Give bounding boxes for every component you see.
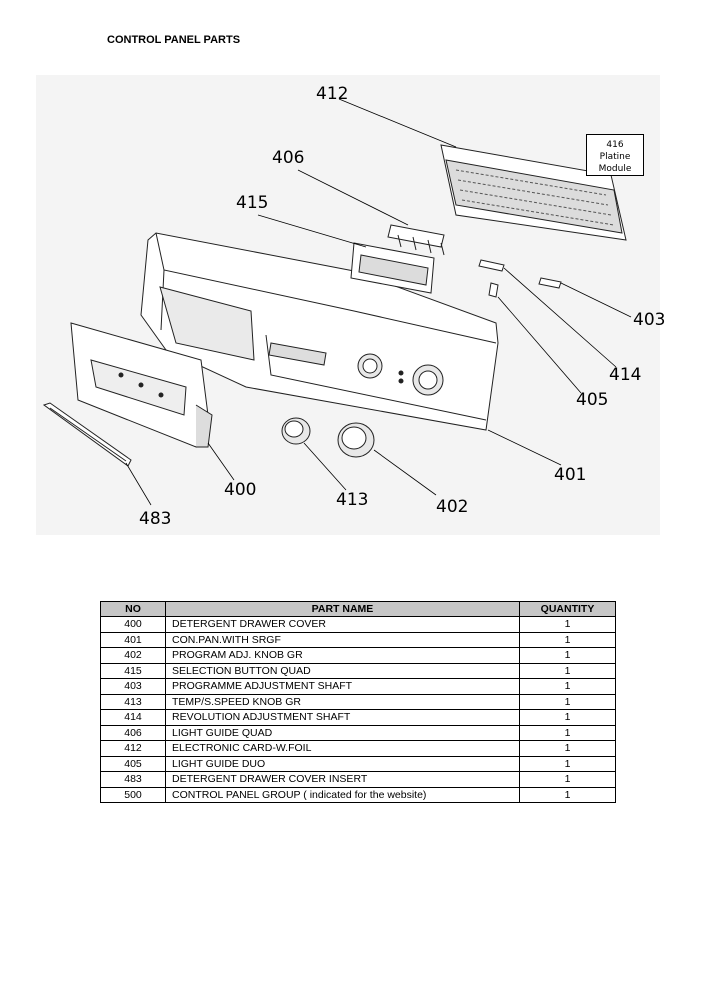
- drawer-insert-483: [42, 402, 132, 467]
- module-number: 416: [606, 140, 624, 150]
- cell-part-name: CONTROL PANEL GROUP ( indicated for the …: [165, 786, 520, 803]
- callout-401: 401: [554, 465, 586, 485]
- cell-quantity: 1: [519, 662, 616, 679]
- callout-483: 483: [139, 509, 171, 529]
- table-header-row: NO PART NAME QUANTITY: [100, 601, 616, 617]
- cell-part-name: ELECTRONIC CARD-W.FOIL: [165, 740, 520, 757]
- exploded-parts-diagram: 412 406 415 403 414 405 401 400 413 402 …: [36, 75, 665, 535]
- cell-quantity: 1: [519, 740, 616, 757]
- cell-quantity: 1: [519, 709, 616, 726]
- detergent-drawer-cover-400: [70, 322, 213, 448]
- cell-quantity: 1: [519, 724, 616, 741]
- cell-no: 400: [100, 616, 166, 633]
- cell-part-name: TEMP/S.SPEED KNOB GR: [165, 693, 520, 710]
- cell-no: 415: [100, 662, 166, 679]
- module-name-line1: Platine: [599, 152, 631, 162]
- control-panel-401: [140, 232, 499, 431]
- cell-no: 483: [100, 771, 166, 788]
- cell-quantity: 1: [519, 693, 616, 710]
- cell-no: 413: [100, 693, 166, 710]
- platine-module-label-box: 416 Platine Module: [586, 134, 644, 176]
- cell-part-name: DETERGENT DRAWER COVER: [165, 616, 520, 633]
- header-part-name: PART NAME: [165, 601, 520, 617]
- page-title: CONTROL PANEL PARTS: [107, 34, 241, 46]
- cell-part-name: LIGHT GUIDE DUO: [165, 755, 520, 772]
- cell-quantity: 1: [519, 631, 616, 648]
- header-quantity: QUANTITY: [519, 601, 616, 617]
- callout-403: 403: [633, 310, 665, 330]
- selection-button-quad-415: [350, 242, 435, 294]
- callout-415: 415: [236, 193, 268, 213]
- callout-413: 413: [336, 490, 368, 510]
- callout-414: 414: [609, 365, 641, 385]
- cell-quantity: 1: [519, 647, 616, 664]
- cell-quantity: 1: [519, 786, 616, 803]
- callout-405: 405: [576, 390, 608, 410]
- cell-quantity: 1: [519, 755, 616, 772]
- callout-402: 402: [436, 497, 468, 517]
- leader-lines: [125, 98, 632, 506]
- cell-quantity: 1: [519, 616, 616, 633]
- callout-400: 400: [224, 480, 256, 500]
- cell-part-name: LIGHT GUIDE QUAD: [165, 724, 520, 741]
- knobs: [281, 417, 375, 458]
- cell-no: 406: [100, 724, 166, 741]
- cell-quantity: 1: [519, 771, 616, 788]
- header-no: NO: [100, 601, 166, 617]
- cell-no: 500: [100, 786, 166, 803]
- shafts-and-light-guide: [478, 259, 562, 298]
- cell-no: 401: [100, 631, 166, 648]
- callout-412: 412: [316, 84, 348, 104]
- cell-part-name: CON.PAN.WITH SRGF: [165, 631, 520, 648]
- cell-part-name: PROGRAMME ADJUSTMENT SHAFT: [165, 678, 520, 695]
- cell-no: 402: [100, 647, 166, 664]
- cell-part-name: PROGRAM ADJ. KNOB GR: [165, 647, 520, 664]
- callout-406: 406: [272, 148, 304, 168]
- cell-part-name: SELECTION BUTTON QUAD: [165, 662, 520, 679]
- cell-part-name: DETERGENT DRAWER COVER INSERT: [165, 771, 520, 788]
- cell-no: 412: [100, 740, 166, 757]
- cell-part-name: REVOLUTION ADJUSTMENT SHAFT: [165, 709, 520, 726]
- light-guide-quad-406: [387, 224, 445, 256]
- cell-no: 403: [100, 678, 166, 695]
- cell-no: 414: [100, 709, 166, 726]
- electronic-card-412: [440, 144, 627, 241]
- cell-quantity: 1: [519, 678, 616, 695]
- module-name-line2: Module: [598, 164, 632, 174]
- cell-no: 405: [100, 755, 166, 772]
